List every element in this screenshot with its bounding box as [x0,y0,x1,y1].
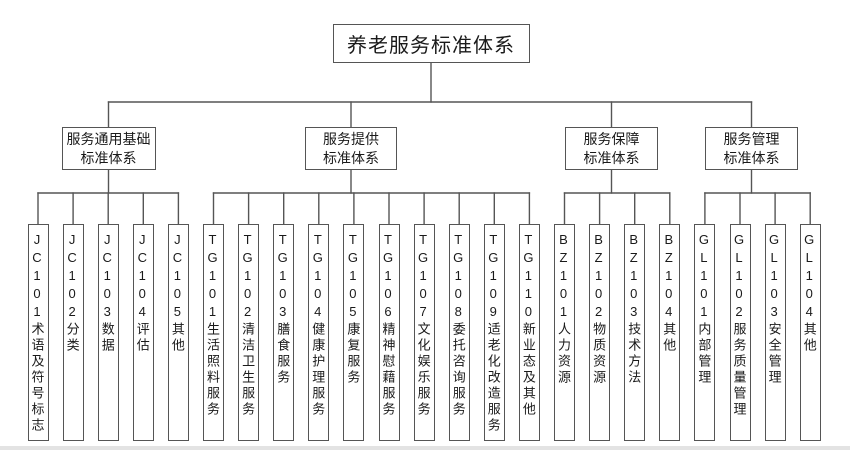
leaf-label: 人力资源 [556,322,571,386]
leaf-node-bz103: BZ103技术方法 [624,224,646,441]
leaf-node-tg108: TG108委托咨询服务 [448,224,470,441]
leaf-label: 数据 [99,322,115,354]
leaf-code: TG109 [485,232,501,322]
leaf-label: 新业态及其他 [520,322,536,418]
leaf-node-gl104: GL104其他 [799,224,821,441]
leaf-node-jc101: JC101术语及符号标志 [27,224,49,441]
leaf-label: 清洁卫生服务 [240,322,256,418]
leaf-code: JC101 [29,232,45,322]
leaf-node-tg103: TG103膳食服务 [273,224,295,441]
leaf-node-tg101: TG101生活照料服务 [203,224,224,441]
leaf-code: JC102 [64,232,80,322]
leaf-label: 健康护理服务 [310,322,326,418]
leaf-label: 生活照料服务 [205,322,220,418]
leaf-code: TG106 [380,232,396,322]
branch-node-2: 服务提供标准体系 [305,127,397,170]
leaf-label: 其他 [801,322,817,354]
leaf-node-gl102: GL102服务质量管理 [729,224,751,441]
leaf-code: TG105 [345,232,361,322]
branch-node-3: 服务保障标准体系 [565,127,658,170]
branch-label-line: 服务保障 [583,130,640,147]
leaf-node-jc103: JC103数据 [97,224,119,441]
leaf-code: TG102 [240,232,256,322]
leaf-code: TG110 [520,232,536,322]
leaf-label: 膳食服务 [275,322,291,386]
leaf-label: 适老化改造服务 [485,322,501,434]
leaf-code: BZ104 [661,232,677,322]
branch-label-line: 标准体系 [323,149,379,166]
leaf-label: 其他 [169,322,185,354]
leaf-label: 术语及符号标志 [29,322,45,434]
leaf-node-tg105: TG105康复服务 [343,224,365,441]
leaf-code: BZ102 [591,232,607,322]
leaf-node-gl101: GL101内部管理 [694,224,716,441]
branch-node-4: 服务管理标准体系 [705,127,798,170]
leaf-label: 精神慰藉服务 [380,322,396,418]
leaf-node-tg106: TG106精神慰藉服务 [378,224,400,441]
leaf-code: TG104 [310,232,326,322]
branch-label-line: 标准体系 [80,149,137,166]
leaf-node-tg104: TG104健康护理服务 [308,224,330,441]
leaf-node-bz102: BZ102物质资源 [589,224,611,441]
leaf-label: 服务质量管理 [731,322,747,418]
leaf-node-jc102: JC102分类 [62,224,84,441]
leaf-node-tg110: TG110新业态及其他 [518,224,540,441]
root-node: 养老服务标准体系 [332,24,530,63]
leaf-code: GL103 [766,232,782,322]
branch-label-line: 服务提供 [323,130,379,147]
branch-label-line: 服务管理 [723,130,780,147]
leaf-label: 其他 [661,322,677,354]
leaf-code: BZ101 [556,232,571,322]
leaf-code: TG108 [450,232,466,322]
leaf-code: TG103 [275,232,291,322]
leaf-node-jc105: JC105其他 [167,224,189,441]
leaf-code: TG101 [205,232,220,322]
leaf-code: GL104 [801,232,817,322]
leaf-node-jc104: JC104评估 [132,224,154,441]
leaf-node-bz101: BZ101人力资源 [554,224,575,441]
branch-node-1: 服务通用基础标准体系 [61,127,156,170]
leaf-label: 技术方法 [626,322,642,386]
leaf-node-tg107: TG107文化娱乐服务 [413,224,435,441]
leaf-node-gl103: GL103安全管理 [764,224,786,441]
leaf-node-tg102: TG102清洁卫生服务 [238,224,260,441]
leaf-code: GL102 [731,232,747,322]
leaf-code: JC103 [99,232,115,322]
leaf-label: 委托咨询服务 [450,322,466,418]
leaf-label: 分类 [64,322,80,354]
branch-label-line: 标准体系 [583,149,640,166]
leaf-code: GL101 [696,232,712,322]
leaf-label: 内部管理 [696,322,712,386]
leaf-label: 安全管理 [766,322,782,386]
leaf-code: JC105 [169,232,185,322]
leaf-code: BZ103 [626,232,642,322]
leaf-code: JC104 [134,232,150,322]
root-label: 养老服务标准体系 [347,35,515,57]
leaf-code: TG107 [415,232,431,322]
leaf-label: 文化娱乐服务 [415,322,431,418]
branch-label-line: 服务通用基础 [66,130,151,147]
leaf-node-tg109: TG109适老化改造服务 [483,224,505,441]
leaf-label: 康复服务 [345,322,361,386]
branch-label-line: 标准体系 [723,149,780,166]
leaf-label: 评估 [134,322,150,354]
leaf-node-bz104: BZ104其他 [659,224,681,441]
leaf-label: 物质资源 [591,322,607,386]
bottom-edge [0,446,850,450]
